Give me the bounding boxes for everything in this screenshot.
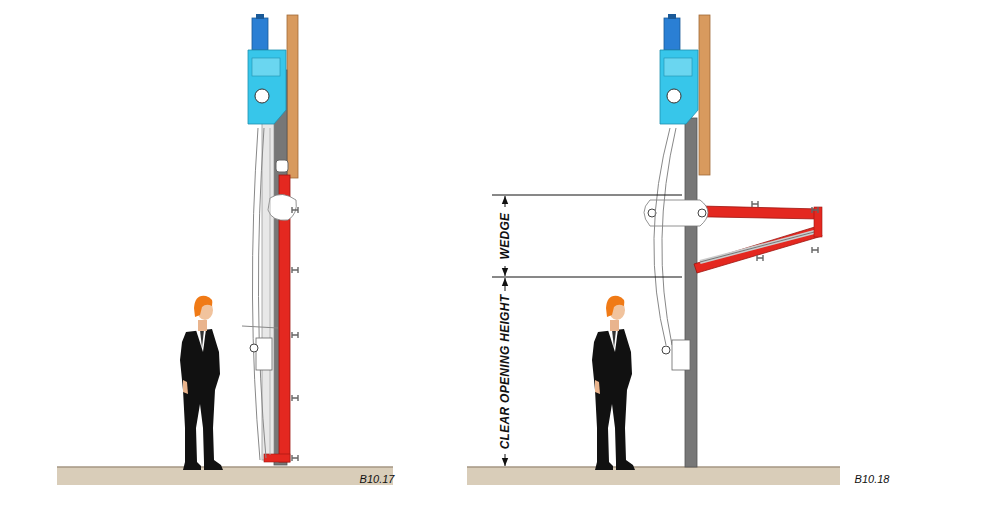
dimension-label: WEDGE <box>498 210 512 263</box>
dimension-label: CLEAR OPENING HEIGHT <box>498 292 512 453</box>
figure-code: B10.18 <box>855 473 890 486</box>
figure-code: B10.17 <box>360 473 395 486</box>
